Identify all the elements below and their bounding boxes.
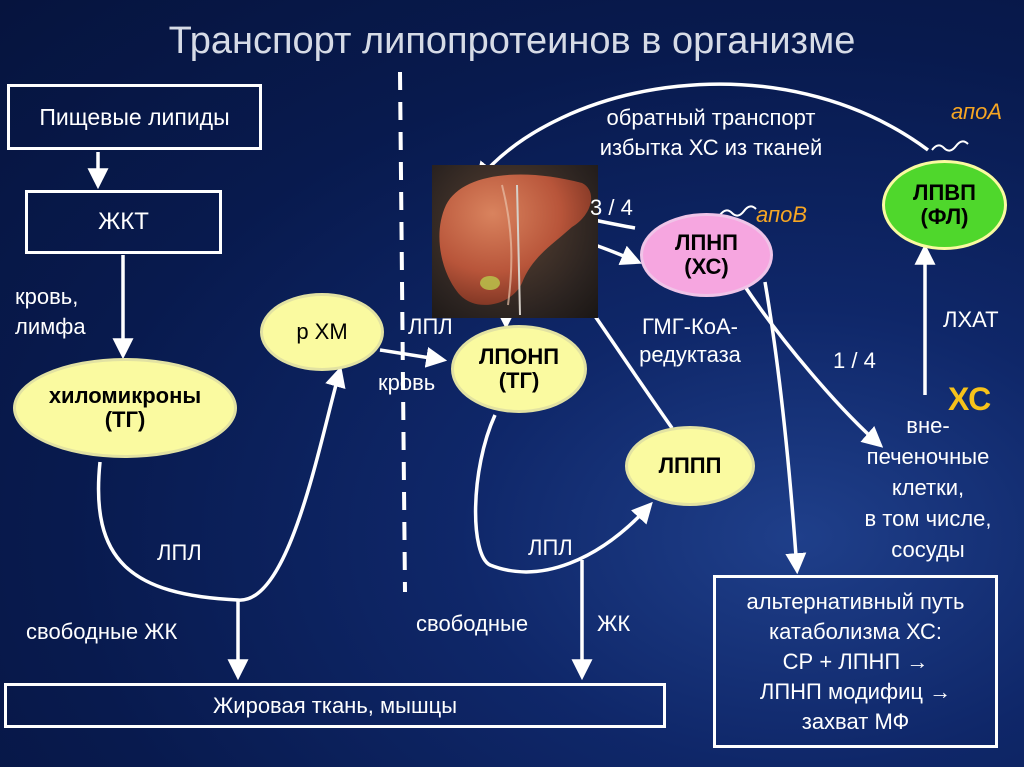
- hmg-line-1: ГМГ-КоА-: [641, 314, 739, 339]
- food-lipids-label: Пищевые липиды: [39, 104, 230, 130]
- idl-oval: ЛППП: [625, 426, 755, 506]
- lpl-mid-top-label: ЛПЛ: [408, 314, 453, 339]
- liver-image: [432, 165, 598, 318]
- alternative-line-5: захват МФ: [801, 708, 910, 734]
- extrahepatic-line-3: клетки,: [891, 475, 965, 500]
- alternative-line-4: ЛПНП модифиц →: [759, 678, 952, 704]
- hdl-sub: (ФЛ): [920, 204, 969, 229]
- adipose-label: Жировая ткань, мышцы: [212, 692, 458, 718]
- extrahepatic-line-1: вне-: [906, 413, 950, 438]
- chylomicrons-label: хиломикроны: [48, 383, 202, 408]
- ldl-oval: ЛПНП (ХС): [640, 213, 773, 297]
- rchm-label: р ХМ: [296, 319, 348, 344]
- apoa-squiggle: [931, 140, 969, 152]
- three-quarters-label: 3 / 4: [590, 195, 633, 220]
- vldl-oval: ЛПОНП (ТГ): [451, 325, 587, 413]
- lpl-mid-label: ЛПЛ: [528, 535, 573, 560]
- hmg-label: ГМГ-КоА- редуктаза: [625, 313, 755, 369]
- extrahepatic-label: вне- печеночные клетки, в том числе, сос…: [838, 410, 1018, 565]
- ldl-label: ЛПНП: [675, 230, 738, 255]
- arrow-rchm-to-vldl: [379, 346, 448, 368]
- hdl-label: ЛПВП: [913, 180, 976, 205]
- free-mid-label: свободные: [416, 611, 529, 636]
- idl-label: ЛППП: [658, 453, 722, 478]
- one-quarter-label: 1 / 4: [833, 348, 876, 373]
- extrahepatic-line-2: печеночные: [866, 444, 990, 469]
- alternative-line-3: СР + ЛПНП →: [782, 648, 929, 674]
- divider-line: [398, 71, 407, 593]
- reverse-transport-line-2: избытка ХС из тканей: [599, 135, 823, 160]
- chylomicrons-sub: (ТГ): [104, 407, 146, 432]
- free-fa-left-label: свободные ЖК: [26, 619, 178, 644]
- page-title: Транспорт липопротеинов в организме: [168, 20, 856, 62]
- hdl-oval: ЛПВП (ФЛ): [882, 160, 1007, 250]
- arrow-reverse-transport: [475, 82, 930, 184]
- arrow-ldl-to-alternative: [763, 281, 807, 575]
- apob-squiggle: [719, 205, 757, 217]
- adipose-box: Жировая ткань, мышцы: [4, 683, 666, 728]
- alternative-line-1: альтернативный путь: [746, 588, 965, 614]
- apoa-label: апоА: [951, 99, 1003, 124]
- arrow-ldl-to-extrahepatic: [740, 281, 884, 448]
- vldl-label: ЛПОНП: [478, 344, 560, 369]
- gi-tract-label: ЖКТ: [98, 208, 149, 235]
- reverse-transport-label: обратный транспорт избытка ХС из тканей: [561, 103, 861, 163]
- hmg-line-2: редуктаза: [639, 342, 741, 367]
- blood-lymph-line-1: кровь,: [15, 284, 79, 309]
- remnant-chylomicron-oval: р ХМ: [260, 293, 384, 371]
- blood-lymph-label: кровь, лимфа: [15, 282, 86, 342]
- vldl-sub: (ТГ): [498, 368, 540, 393]
- blood-label: кровь: [378, 370, 436, 395]
- gi-tract-box: ЖКТ: [25, 190, 222, 254]
- extrahepatic-line-4: в том числе,: [864, 506, 992, 531]
- ldl-sub: (ХС): [684, 254, 729, 279]
- apob-label: апоВ: [756, 202, 808, 227]
- chylomicrons-oval: хиломикроны (ТГ): [13, 358, 237, 458]
- alternative-path-box: альтернативный путь катаболизма ХС: СР +…: [713, 575, 998, 748]
- lpl-left-label: ЛПЛ: [157, 540, 202, 565]
- fa-mid-label: ЖК: [597, 611, 631, 636]
- arrow-vldl-loop: [473, 414, 653, 574]
- extrahepatic-line-5: сосуды: [891, 537, 965, 562]
- lcat-label: ЛХАТ: [943, 307, 999, 332]
- alternative-line-2: катаболизма ХС:: [769, 618, 942, 644]
- reverse-transport-line-1: обратный транспорт: [606, 105, 816, 130]
- xc-label: ХС: [948, 381, 992, 417]
- food-lipids-box: Пищевые липиды: [7, 84, 262, 150]
- blood-lymph-line-2: лимфа: [15, 314, 86, 339]
